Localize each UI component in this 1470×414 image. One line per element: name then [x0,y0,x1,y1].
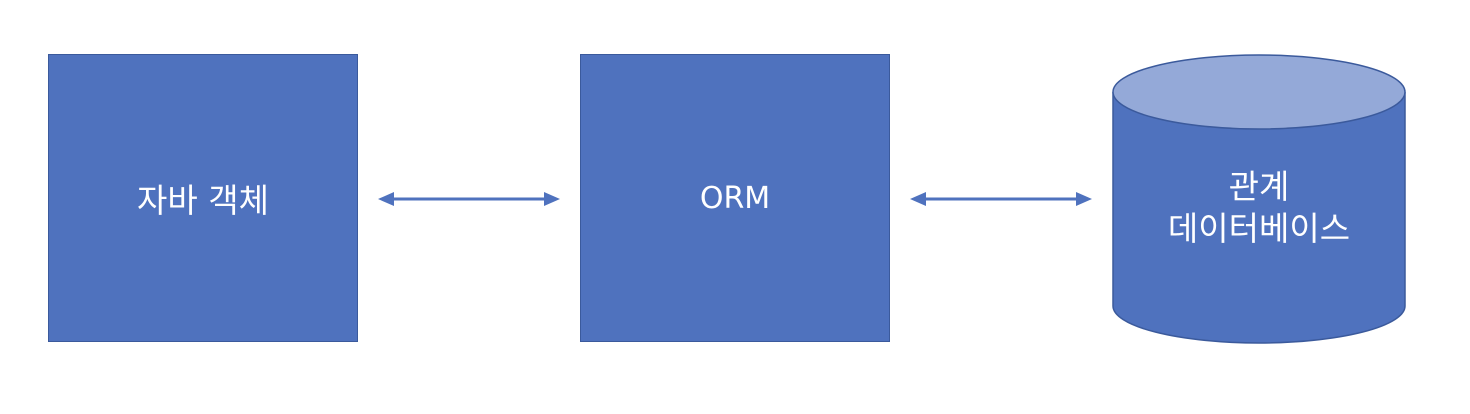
orm-box: ORM [580,54,890,342]
database-cylinder-icon [1112,54,1406,344]
java-object-label: 자바 객체 [137,181,269,220]
java-object-box: 자바 객체 [48,54,358,342]
database-label-line2: 데이터베이스 [1167,209,1351,248]
arrow-java-orm [378,192,560,206]
database-label: 관계 데이터베이스 [1112,166,1406,250]
arrow-orm-database [910,192,1092,206]
database-cylinder: 관계 데이터베이스 [1112,54,1406,344]
orm-label: ORM [699,180,771,216]
database-label-line1: 관계 [1228,167,1290,206]
